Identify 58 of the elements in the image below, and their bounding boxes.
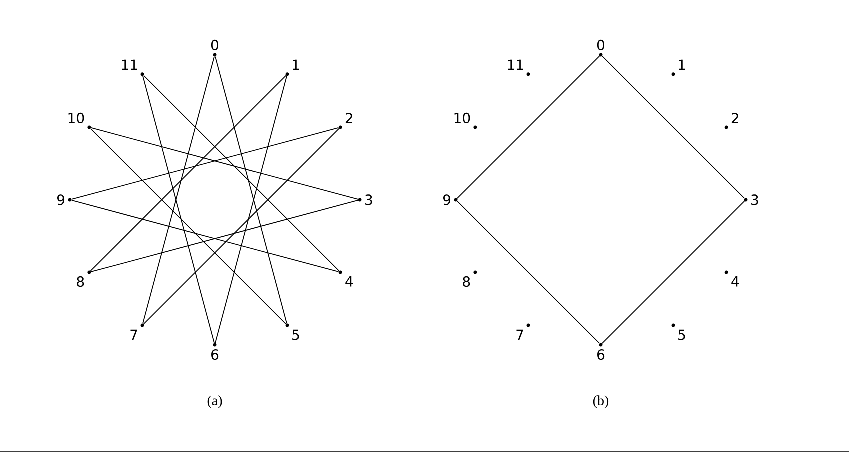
numbered-point: 1 <box>672 60 686 76</box>
node-label: 8 <box>77 276 84 288</box>
numbered-point: 8 <box>77 270 92 288</box>
numbered-point: 9 <box>444 194 458 206</box>
node-label: 3 <box>752 194 758 206</box>
node-label: 9 <box>57 194 65 206</box>
node-label: 7 <box>130 330 138 340</box>
node-label: 4 <box>346 276 354 287</box>
node-label: 1 <box>293 60 300 70</box>
node-label: 10 <box>68 112 84 124</box>
numbered-point: 6 <box>598 343 605 360</box>
panel-caption: (a) <box>208 396 222 408</box>
numbered-point: 1 <box>286 60 300 76</box>
line <box>143 75 340 272</box>
node-label: 8 <box>463 276 470 288</box>
node-label: 6 <box>212 349 219 360</box>
numbered-point: 7 <box>516 324 530 340</box>
node-label: 9 <box>443 194 451 206</box>
node-label: 11 <box>508 60 524 70</box>
numbered-point: 4 <box>338 270 354 287</box>
node-label: 11 <box>122 60 138 70</box>
numbered-point: 2 <box>338 113 352 130</box>
numbered-point: 2 <box>724 113 738 130</box>
node-label: 0 <box>597 40 605 51</box>
numbered-point: 4 <box>724 270 740 287</box>
node-label: 5 <box>292 330 300 340</box>
node-label: 5 <box>678 330 686 340</box>
numbered-point: 8 <box>463 270 478 288</box>
panel-caption: (b) <box>593 396 609 408</box>
node-label: 4 <box>732 276 740 287</box>
numbered-point: 7 <box>130 324 144 340</box>
line <box>456 200 600 344</box>
node-label: 7 <box>516 330 524 340</box>
numbered-point: 10 <box>68 112 92 130</box>
numbered-point: 6 <box>212 343 219 360</box>
numbered-point: 0 <box>597 40 605 57</box>
numbered-point: 3 <box>744 194 758 206</box>
numbered-point: 11 <box>508 60 530 76</box>
numbered-point: 11 <box>122 60 144 76</box>
line <box>143 128 340 325</box>
line <box>456 56 600 200</box>
node-label: 2 <box>346 113 352 124</box>
line <box>90 75 287 272</box>
node-label: 10 <box>454 112 470 124</box>
line <box>90 128 287 325</box>
numbered-point: 3 <box>358 194 372 206</box>
node-label: 0 <box>211 40 219 51</box>
node-label: 6 <box>598 349 605 360</box>
node-label: 1 <box>679 60 686 70</box>
node-label: 2 <box>732 113 738 124</box>
line <box>602 200 746 344</box>
numbered-point: 5 <box>286 324 300 340</box>
numbered-point: 5 <box>672 324 686 340</box>
node-label: 3 <box>366 194 372 206</box>
line <box>602 56 746 200</box>
numbered-point: 9 <box>58 194 72 206</box>
numbered-point: 10 <box>454 112 478 130</box>
numbered-point: 0 <box>211 40 219 57</box>
